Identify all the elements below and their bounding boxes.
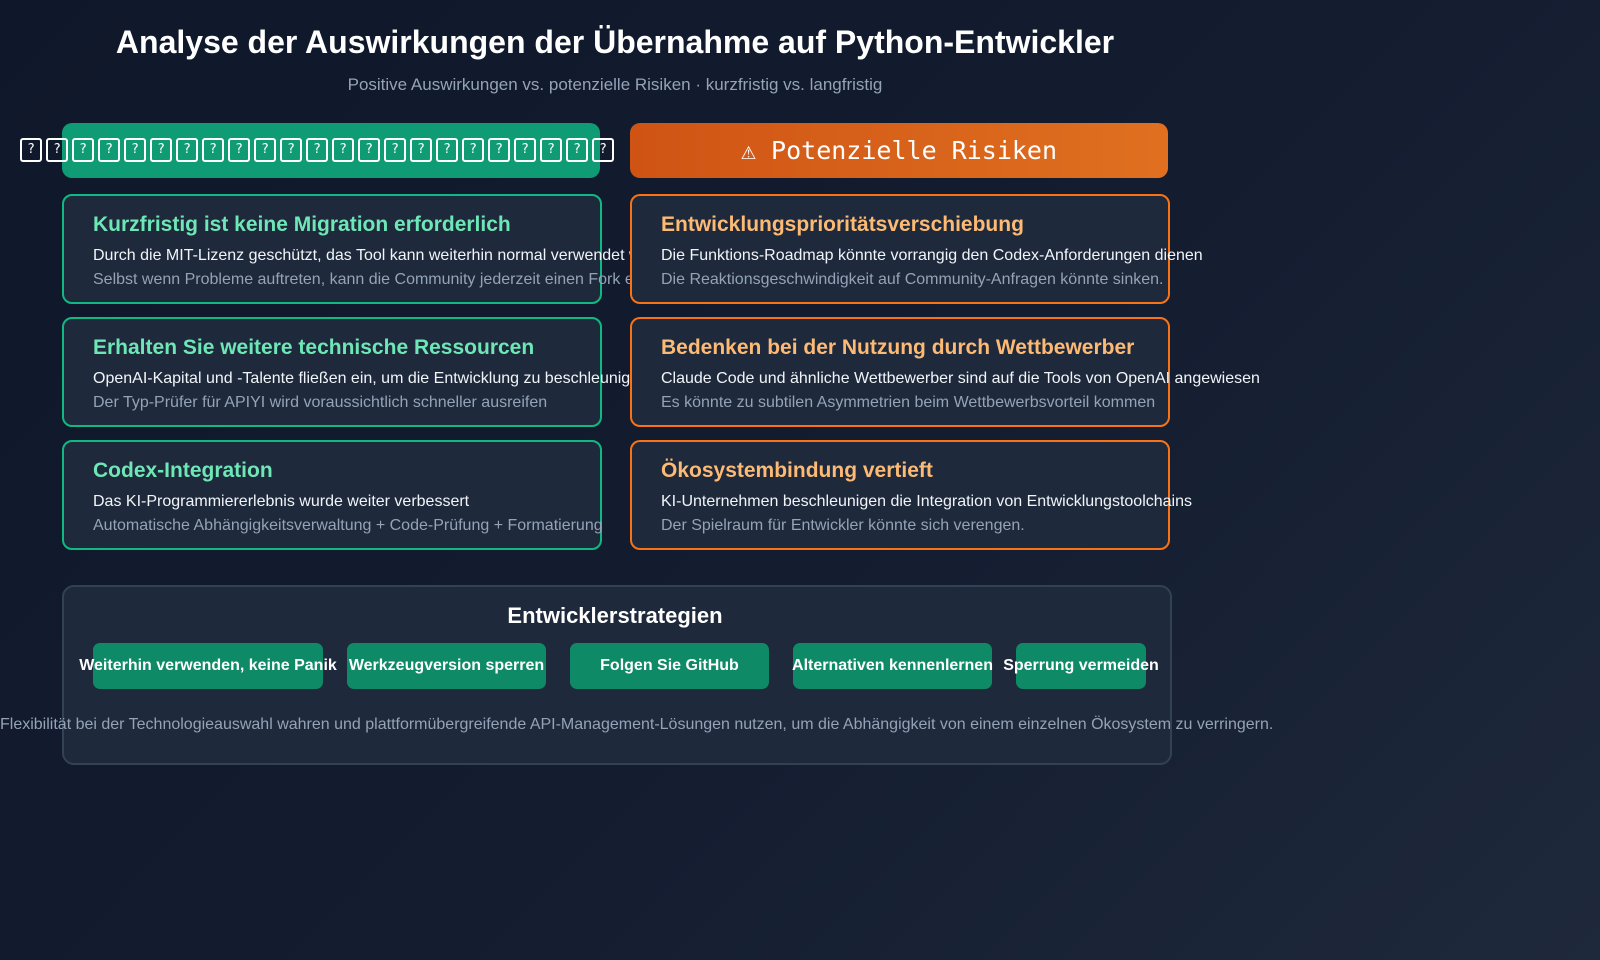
card-line-primary: OpenAI-Kapital und -Talente fließen ein,…	[93, 370, 648, 387]
page-title: Analyse der Auswirkungen der Übernahme a…	[115, 24, 1115, 60]
missing-glyph-box: ?	[436, 138, 458, 162]
card-title: Bedenken bei der Nutzung durch Wettbewer…	[661, 336, 1135, 359]
strategy-pill: Werkzeugversion sperren	[347, 643, 546, 689]
positive-card: Erhalten Sie weitere technische Ressourc…	[62, 317, 648, 427]
missing-glyph-box: ?	[566, 138, 588, 162]
missing-glyph-box: ?	[488, 138, 510, 162]
card-line-secondary: Der Spielraum für Entwickler könnte sich…	[661, 517, 1025, 534]
missing-glyph-box: ?	[228, 138, 250, 162]
risk-card: Ökosystembindung vertieft KI-Unternehmen…	[630, 440, 1192, 550]
missing-glyph-box: ?	[384, 138, 406, 162]
strategies-title: Entwicklerstrategien	[507, 603, 723, 628]
missing-glyph-box: ?	[72, 138, 94, 162]
card-line-primary: Claude Code und ähnliche Wettbewerber si…	[661, 370, 1260, 387]
card-line-primary: KI-Unternehmen beschleunigen die Integra…	[661, 493, 1192, 510]
strategy-pill: Sperrung vermeiden	[1003, 643, 1159, 689]
page-subtitle: Positive Auswirkungen vs. potenzielle Ri…	[347, 75, 883, 94]
card-title: Entwicklungsprioritätsverschiebung	[661, 213, 1024, 236]
card-title: Ökosystembindung vertieft	[661, 459, 933, 482]
card-line-secondary: Der Typ-Prüfer für APIYI wird voraussich…	[93, 394, 548, 411]
missing-glyph-box: ?	[20, 138, 42, 162]
positive-card: Codex-Integration Das KI-Programmiererle…	[62, 440, 603, 550]
card-line-primary: Die Funktions-Roadmap könnte vorrangig d…	[661, 247, 1203, 264]
missing-glyph-box: ?	[254, 138, 276, 162]
card-title: Kurzfristig ist keine Migration erforder…	[93, 213, 511, 236]
strategy-pill: Alternativen kennenlernen	[792, 643, 993, 689]
card-line-secondary: Automatische Abhängigkeitsverwaltung + C…	[93, 517, 603, 534]
missing-glyph-box: ?	[332, 138, 354, 162]
card-line-primary: Durch die MIT-Lizenz geschützt, das Tool…	[93, 247, 682, 264]
positive-card: Kurzfristig ist keine Migration erforder…	[62, 194, 685, 304]
missing-glyph-box: ?	[150, 138, 172, 162]
risk-card: Bedenken bei der Nutzung durch Wettbewer…	[630, 317, 1260, 427]
card-line-secondary: Die Reaktionsgeschwindigkeit auf Communi…	[661, 271, 1164, 288]
missing-glyph-box: ?	[540, 138, 562, 162]
positive-header-missing-glyphs: ???????????????????????	[20, 138, 640, 164]
missing-glyph-box: ?	[46, 138, 68, 162]
risk-card: Entwicklungsprioritätsverschiebung Die F…	[630, 194, 1203, 304]
card-line-primary: Das KI-Programmiererlebnis wurde weiter …	[93, 493, 470, 510]
missing-glyph-box: ?	[358, 138, 380, 162]
missing-glyph-box: ?	[202, 138, 224, 162]
missing-glyph-box: ?	[124, 138, 146, 162]
missing-glyph-box: ?	[410, 138, 432, 162]
card-title: Erhalten Sie weitere technische Ressourc…	[93, 336, 535, 359]
missing-glyph-box: ?	[306, 138, 328, 162]
missing-glyph-box: ?	[98, 138, 120, 162]
missing-glyph-box: ?	[592, 138, 614, 162]
risk-column-header: ⚠ Potenzielle Risiken	[630, 123, 1168, 178]
missing-glyph-box: ?	[514, 138, 536, 162]
strategy-pill: Weiterhin verwenden, keine Panik	[79, 643, 337, 689]
missing-glyph-box: ?	[176, 138, 198, 162]
strategies-note: Flexibilität bei der Technologieauswahl …	[0, 716, 1274, 733]
missing-glyph-box: ?	[280, 138, 302, 162]
missing-glyph-box: ?	[462, 138, 484, 162]
card-title: Codex-Integration	[93, 459, 273, 482]
card-line-secondary: Selbst wenn Probleme auftreten, kann die…	[93, 271, 686, 288]
card-line-secondary: Es könnte zu subtilen Asymmetrien beim W…	[661, 394, 1156, 411]
strategy-pill: Folgen Sie GitHub	[570, 643, 769, 689]
